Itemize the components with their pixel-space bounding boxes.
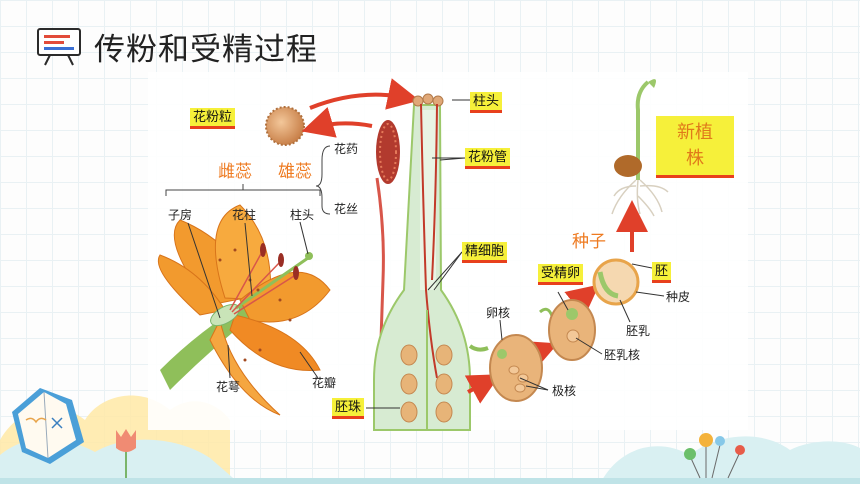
label-stigma-top: 柱头 <box>470 92 503 113</box>
label-style: 花柱 <box>232 208 257 222</box>
label-ovule: 胚珠 <box>332 398 365 419</box>
label-seed: 种子 <box>572 232 606 252</box>
seedling-shape <box>611 79 669 217</box>
label-stamen: 雄蕊 <box>278 162 312 182</box>
label-pistil: 雌蕊 <box>218 162 252 182</box>
label-anther: 花药 <box>334 142 359 156</box>
label-egg-nucleus: 卵核 <box>486 306 511 320</box>
presentation-board-icon <box>37 28 81 66</box>
label-petal: 花瓣 <box>312 376 337 390</box>
arrow-to-seed <box>564 284 600 317</box>
seed-shape <box>592 258 640 306</box>
label-filament: 花丝 <box>334 202 359 216</box>
label-ovary: 子房 <box>168 208 193 222</box>
label-zygote: 受精卵 <box>538 264 584 285</box>
label-sperm-cell: 精细胞 <box>462 242 508 263</box>
book-icon <box>12 388 84 464</box>
lily-flower-shape <box>158 204 331 416</box>
balloon-icon <box>684 433 745 479</box>
tulip-icon <box>116 429 136 478</box>
label-endosperm-nucleus: 胚乳核 <box>604 348 641 362</box>
label-seed-coat: 种皮 <box>666 290 691 304</box>
arrow-to-stigma <box>309 78 420 110</box>
label-endosperm: 胚乳 <box>626 324 651 338</box>
page-title: 传粉和受精过程 <box>94 31 318 68</box>
label-new-plant: 新植株 <box>656 116 734 178</box>
pistil-shape <box>373 93 471 431</box>
fertilized-ovule-shape <box>539 299 596 361</box>
pollen-grain-shape <box>265 106 305 146</box>
arrow-to-pollen <box>301 106 373 138</box>
label-receptacle: 花萼 <box>216 380 241 394</box>
page-header: 传粉和受精过程 <box>36 24 318 68</box>
label-polar-nuclei: 极核 <box>552 384 577 398</box>
label-embryo: 胚 <box>652 262 672 283</box>
ovule-shape <box>468 334 543 402</box>
label-pollen-tube: 花粉管 <box>465 148 511 169</box>
arrow-ovule-to-fertilized <box>464 374 501 404</box>
label-pollen-grain: 花粉粒 <box>190 108 236 129</box>
label-stigma: 柱头 <box>290 208 315 222</box>
